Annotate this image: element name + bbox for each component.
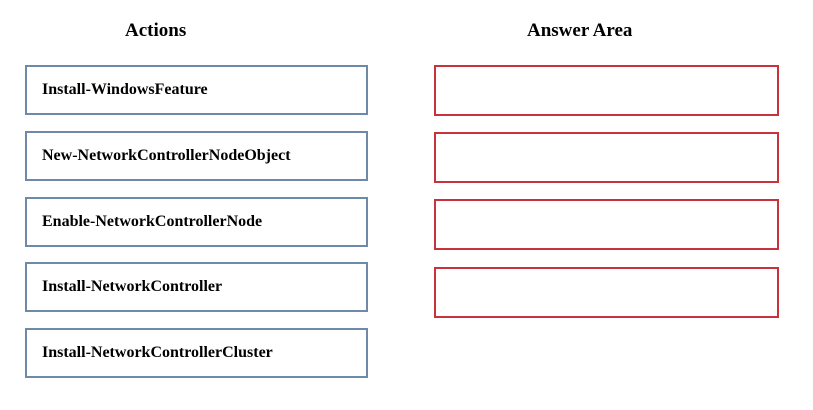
action-item-enable-networkcontrollernode[interactable]: Enable-NetworkControllerNode [25, 197, 368, 247]
answer-area-heading: Answer Area [527, 20, 633, 41]
action-item-new-networkcontrollernodeobject[interactable]: New-NetworkControllerNodeObject [25, 131, 368, 181]
answer-slot-4[interactable] [434, 267, 779, 318]
answer-slot-2[interactable] [434, 132, 779, 183]
action-item-install-windowsfeature[interactable]: Install-WindowsFeature [25, 65, 368, 115]
action-item-label: New-NetworkControllerNodeObject [42, 147, 291, 164]
action-item-install-networkcontrollercluster[interactable]: Install-NetworkControllerCluster [25, 328, 368, 378]
action-item-label: Install-WindowsFeature [42, 81, 208, 98]
action-item-label: Install-NetworkControllerCluster [42, 344, 273, 361]
action-item-label: Enable-NetworkControllerNode [42, 213, 263, 230]
action-item-label: Install-NetworkController [42, 278, 223, 295]
action-item-install-networkcontroller[interactable]: Install-NetworkController [25, 262, 368, 312]
answer-slot-3[interactable] [434, 199, 779, 250]
actions-heading: Actions [125, 20, 187, 41]
answer-slot-1[interactable] [434, 65, 779, 116]
